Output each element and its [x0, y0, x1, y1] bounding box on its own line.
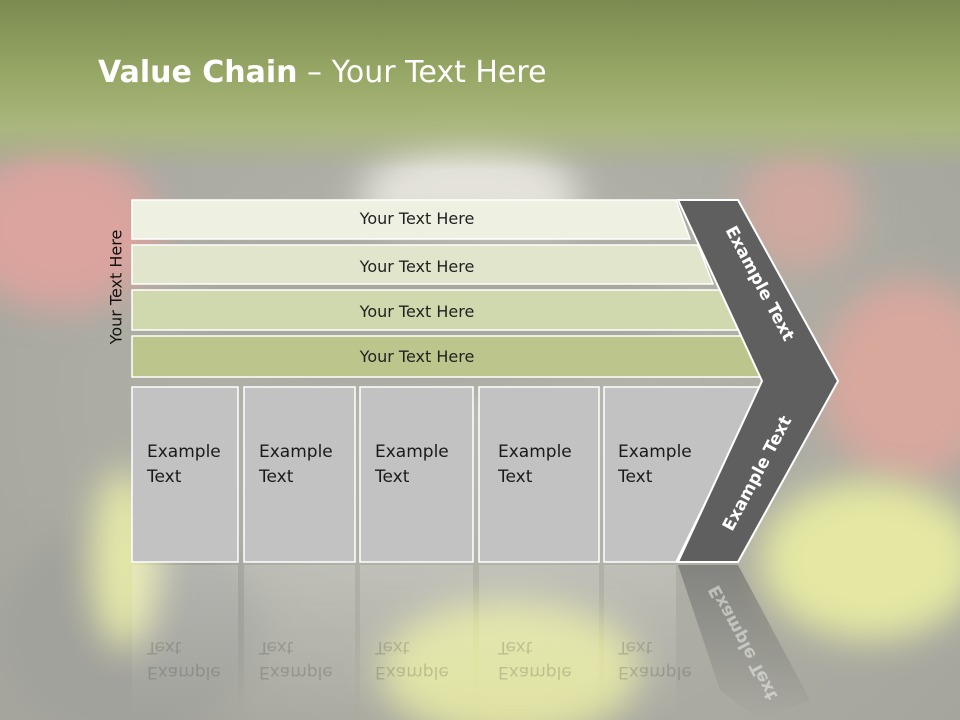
activity-boxes [131, 386, 764, 563]
band-1[interactable] [131, 199, 692, 240]
title-bold: Value Chain [98, 55, 298, 90]
activity-box-2[interactable] [243, 386, 356, 563]
title-rest: – Your Text Here [297, 55, 547, 90]
chevron-reflection [678, 565, 810, 720]
chevron-arrow[interactable] [676, 199, 840, 563]
activity-box-4[interactable] [478, 386, 600, 563]
slide-title: Value Chain – Your Text Here [98, 55, 547, 90]
activity-box-3[interactable] [359, 386, 474, 563]
activity-box-1[interactable] [131, 386, 239, 563]
band-label-1: Your Text Here [359, 209, 475, 228]
band-label-2: Your Text Here [359, 257, 475, 276]
band-label-4: Your Text Here [359, 347, 475, 366]
activity-box-5[interactable] [603, 386, 764, 563]
band-2[interactable] [131, 244, 715, 285]
boxes-reflection [132, 565, 676, 720]
title-band [0, 0, 960, 170]
band-label-3: Your Text Here [359, 302, 475, 321]
